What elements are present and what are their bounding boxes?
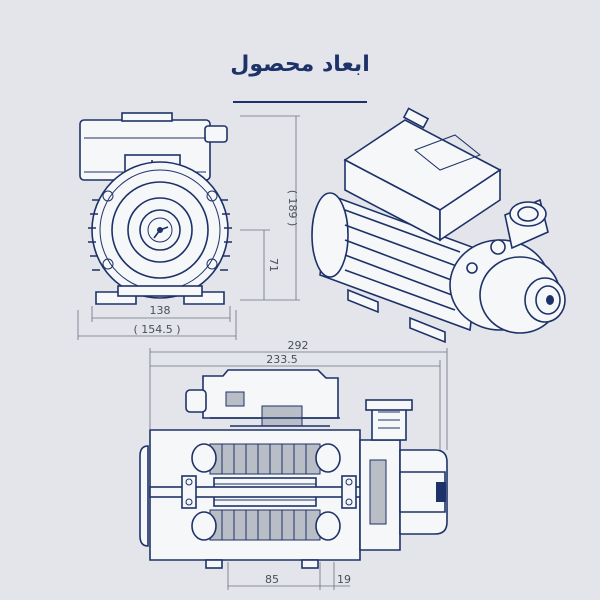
front-dimension-lines [77, 115, 300, 340]
side-bottom-spacing: 85 [265, 573, 279, 586]
front-base-width: 138 [150, 304, 171, 317]
section-view [139, 369, 448, 569]
front-axis-height: 71 [267, 258, 280, 272]
isometric-view [311, 107, 566, 344]
page-title: ابعاد محصول [230, 52, 370, 77]
front-total-height: ( 189 ) [286, 190, 299, 227]
side-motor-length: 233.5 [266, 353, 298, 366]
title-underline [233, 101, 367, 103]
side-bottom-offset: 19 [337, 573, 351, 586]
side-total-length: 292 [288, 339, 309, 352]
front-view [79, 112, 232, 305]
front-total-width: ( 154.5 ) [133, 323, 180, 336]
section-dimension-lines [149, 348, 448, 590]
